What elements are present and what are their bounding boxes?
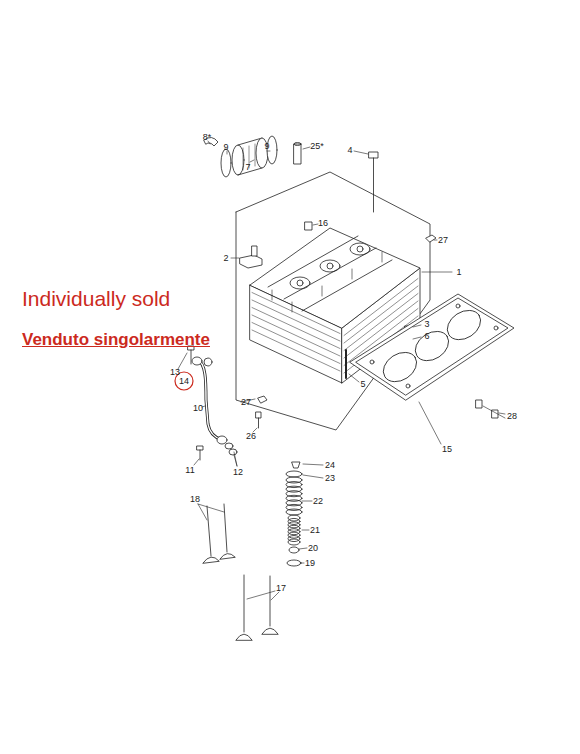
callout-number: 9 <box>264 142 269 151</box>
valve-train <box>286 462 302 566</box>
fin <box>252 308 340 349</box>
callout-number: 2 <box>223 254 228 263</box>
callout-number: 27 <box>438 236 448 245</box>
callout-number: 5 <box>360 380 365 389</box>
spring-coil <box>288 515 300 521</box>
note-text: Individually sold <box>22 288 170 309</box>
callout-number: 25* <box>310 142 324 151</box>
fin <box>252 330 340 371</box>
spring-coil <box>288 532 300 538</box>
callout-number: 3 <box>424 320 429 329</box>
small-parts <box>256 396 267 428</box>
callout-number: 15 <box>442 445 452 454</box>
callout-number: 7 <box>245 163 250 172</box>
bracket <box>240 246 262 268</box>
spring-coil <box>288 522 300 528</box>
spring-coil <box>288 518 300 524</box>
callout-number: 22 <box>313 497 323 506</box>
callout-number: 9 <box>223 143 228 152</box>
stud <box>346 350 347 378</box>
callout-number: 1 <box>456 268 461 277</box>
leader-lines <box>178 141 505 600</box>
callout-number: 12 <box>233 468 243 477</box>
note-text: Venduto singolarmente <box>22 331 210 348</box>
spring-coil <box>288 529 300 535</box>
callout-number: 18 <box>190 495 200 504</box>
callout-number: 23 <box>325 474 335 483</box>
callout-number: 14 <box>179 377 189 386</box>
callout-number: 20 <box>308 544 318 553</box>
callout-number: 11 <box>185 466 194 475</box>
callout-number: 26 <box>246 432 256 441</box>
oil-pipe <box>188 346 237 460</box>
spring-coil <box>288 525 300 531</box>
head-gasket <box>350 294 514 400</box>
small-cap <box>426 235 436 242</box>
dowels <box>476 400 498 418</box>
callout-number: 4 <box>347 146 352 155</box>
intake-boot <box>204 136 277 177</box>
plug <box>305 222 312 230</box>
callout-number: 6 <box>424 332 429 341</box>
valves <box>203 504 278 640</box>
callout-number: 16 <box>318 219 328 228</box>
spring-coil <box>286 509 302 515</box>
callout-number: 13 <box>170 368 180 377</box>
dowel <box>294 143 301 165</box>
callout-number: 21 <box>310 526 320 535</box>
callout-number: 28 <box>507 412 517 421</box>
callout-number: 19 <box>305 559 315 568</box>
callout-number: 10 <box>193 404 203 413</box>
callout-number: 8* <box>203 133 212 142</box>
callout-number: 24 <box>325 461 335 470</box>
callout-number: 27 <box>241 398 251 407</box>
spring-coil <box>288 539 300 545</box>
callout-number: 17 <box>276 584 286 593</box>
spring-coil <box>288 536 300 542</box>
fin <box>252 293 340 334</box>
fin <box>252 323 340 364</box>
fin <box>252 300 340 341</box>
head-bolt <box>369 152 378 212</box>
fin <box>252 315 340 356</box>
